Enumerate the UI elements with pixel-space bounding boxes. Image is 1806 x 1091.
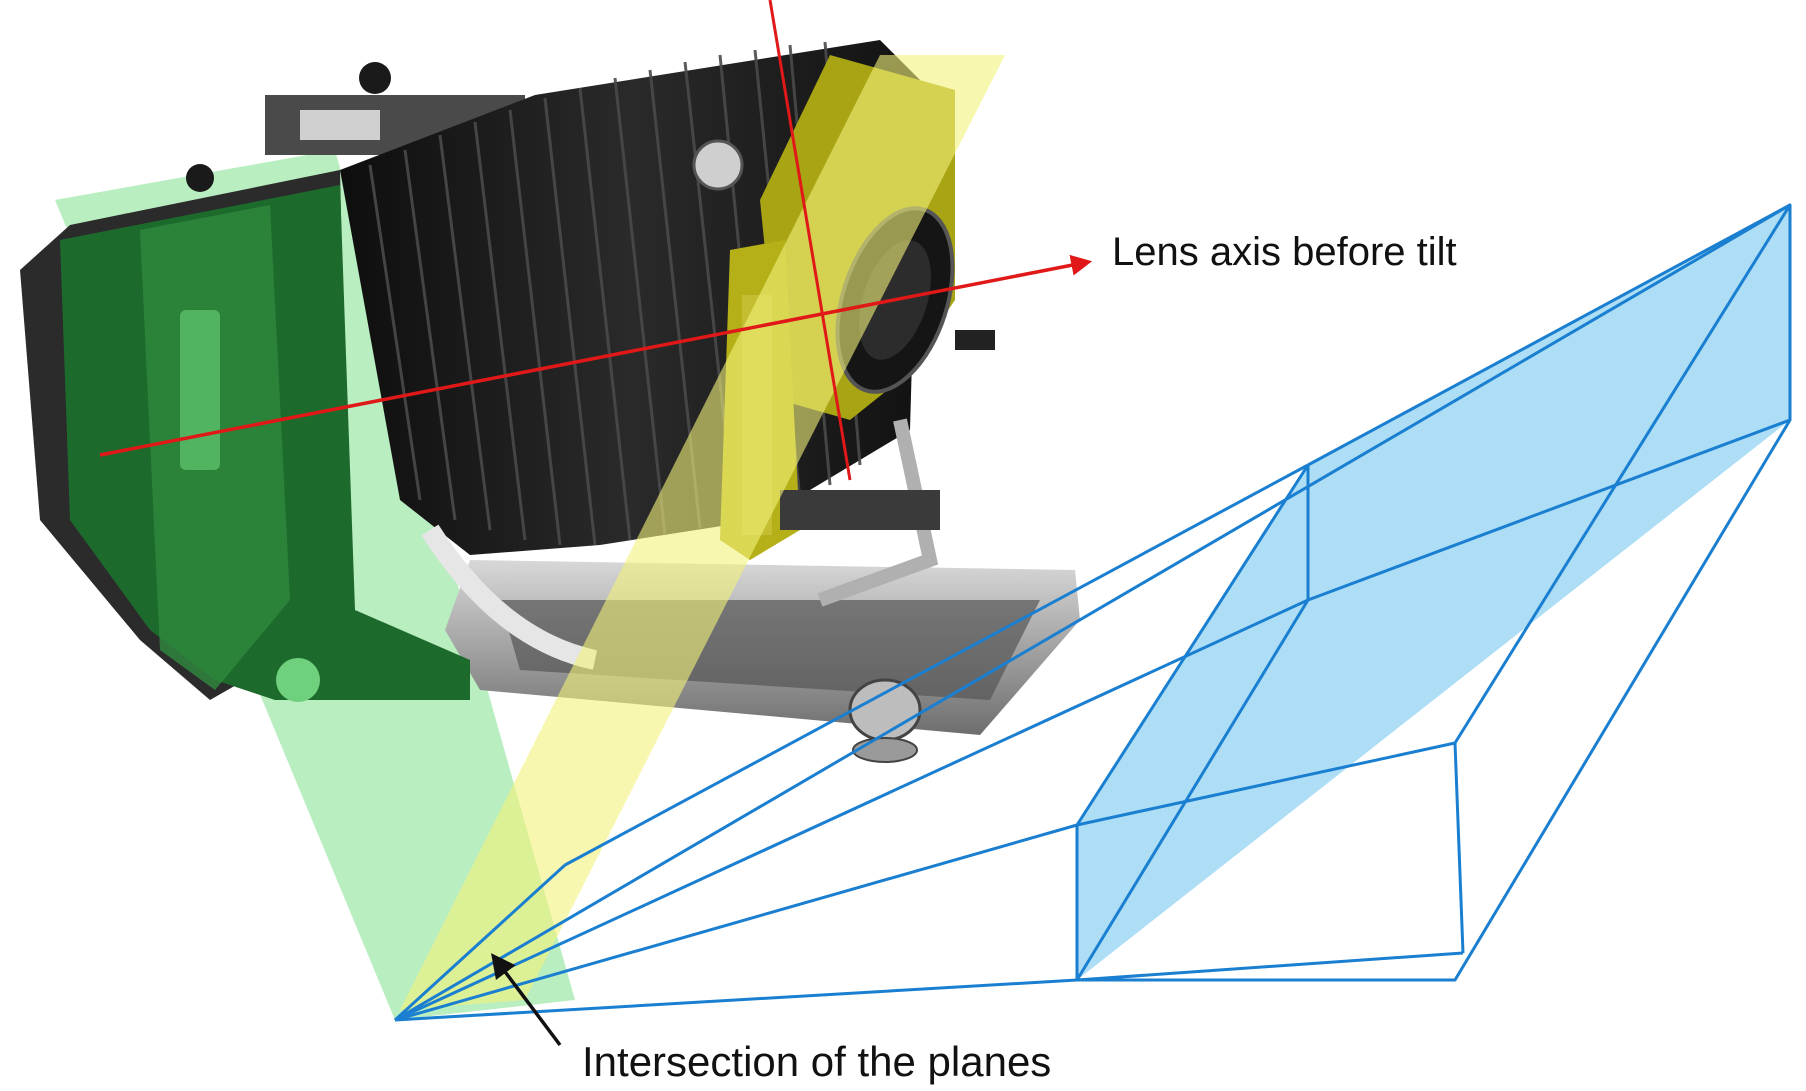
intersection-arrow: [491, 953, 562, 1047]
lens-axis-line: [99, 254, 1093, 457]
lens-plane-axis-line: [768, 0, 852, 481]
intersection-label: Intersection of the planes: [582, 1038, 1052, 1085]
subject-plane: [1077, 205, 1790, 980]
depth-of-field-wireframe: [393, 203, 1792, 1022]
lens-axis-label: Lens axis before tilt: [1112, 230, 1457, 274]
lens-plane: [400, 55, 1005, 1010]
